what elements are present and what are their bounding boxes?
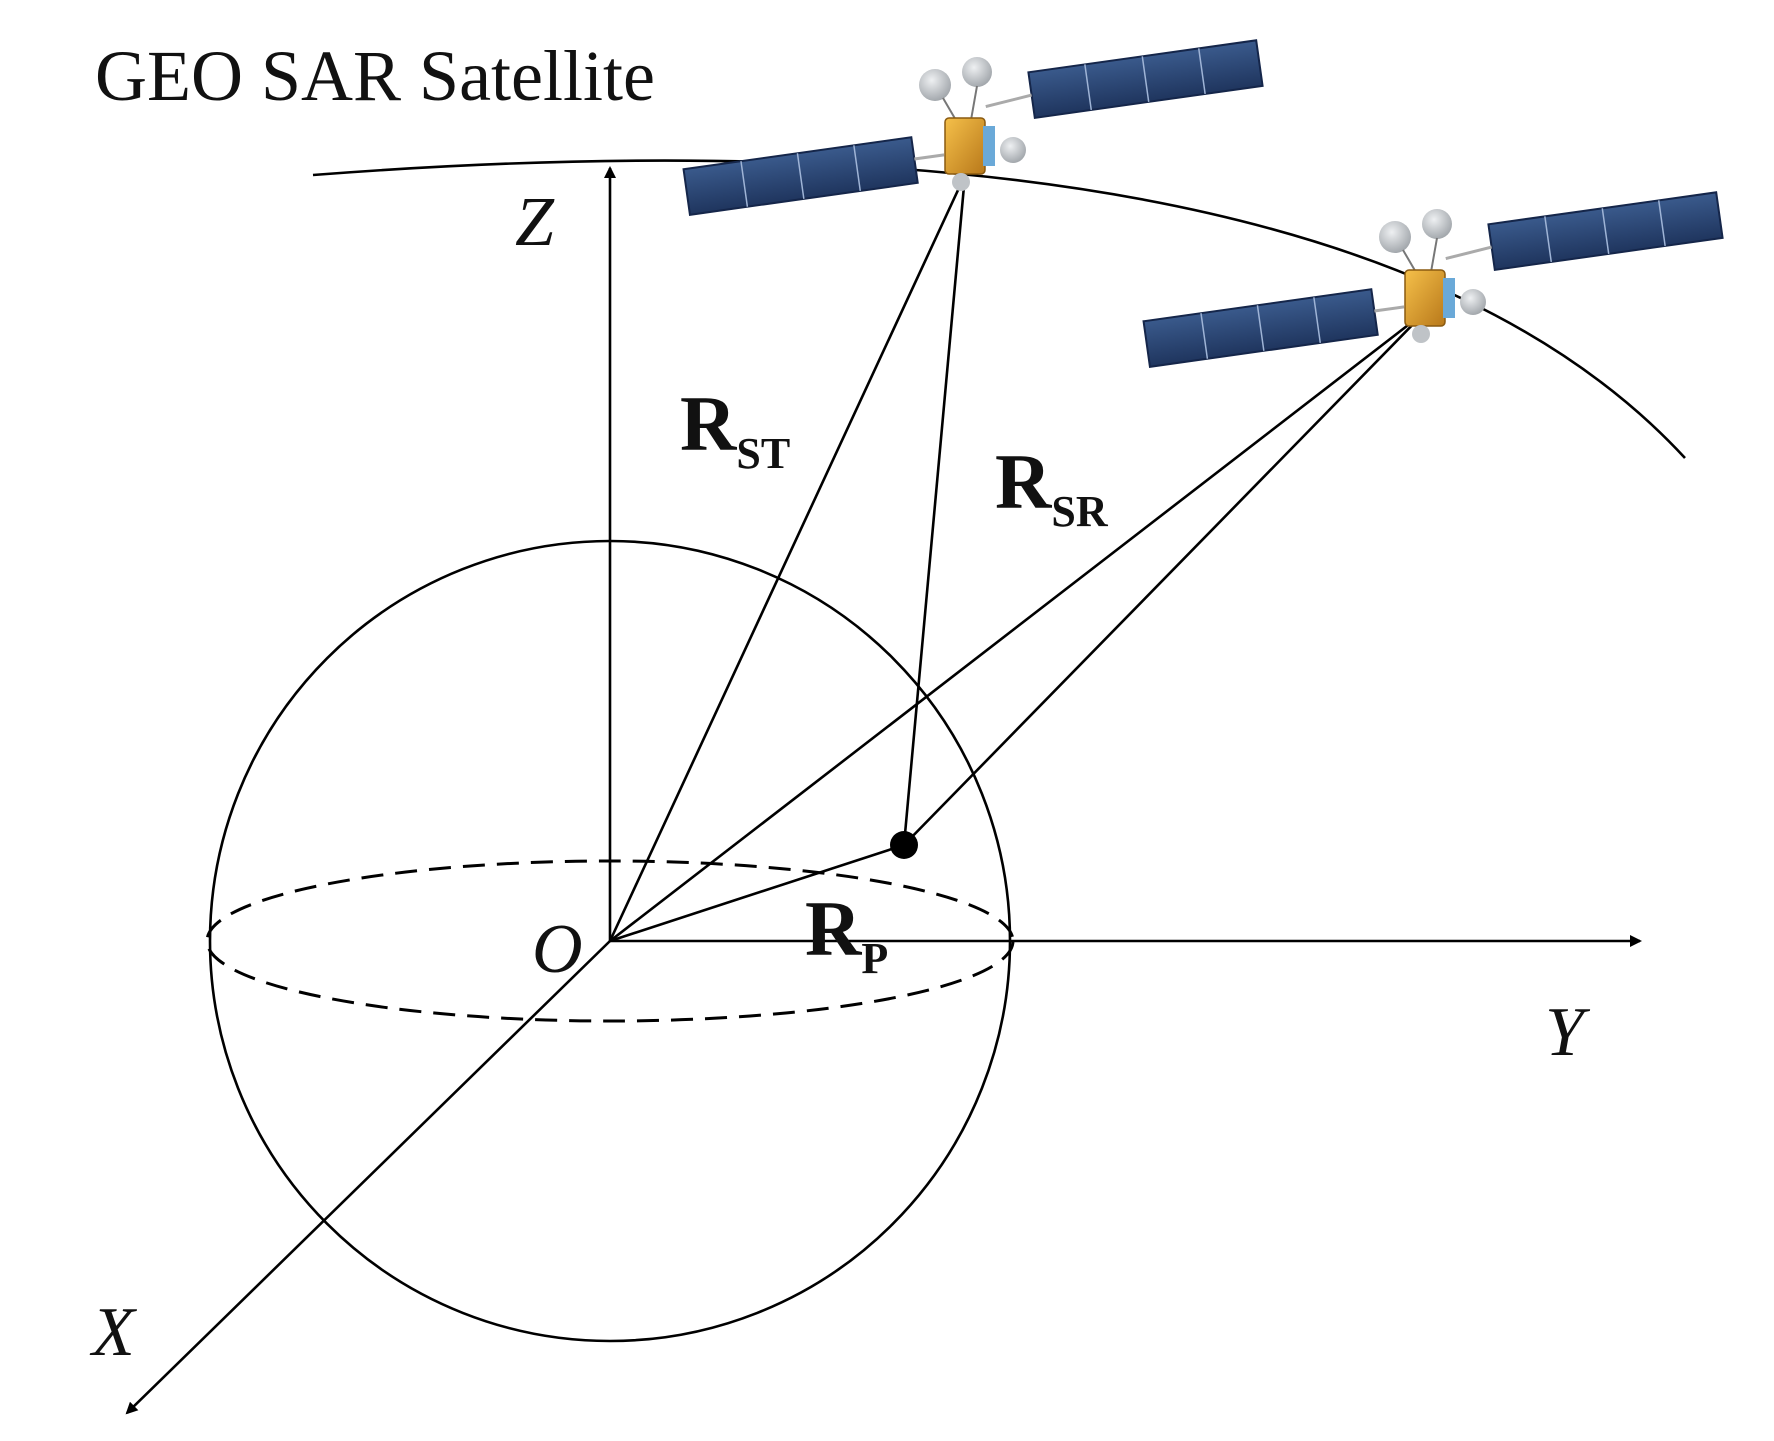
label-r-st: RST: [680, 380, 790, 478]
label-r-sr-sub: SR: [1051, 487, 1108, 536]
transmitter-satellite-icon: [675, 38, 1271, 217]
label-r-sr-main: R: [995, 438, 1053, 525]
x-axis: [125, 940, 611, 1415]
label-r-st-sub: ST: [736, 429, 790, 478]
label-r-st-main: R: [680, 380, 738, 467]
y-axis-label: Y: [1545, 994, 1591, 1071]
x-axis-label: X: [89, 1294, 138, 1371]
label-r-p-main: R: [805, 885, 863, 972]
vector-r-st: [608, 174, 967, 942]
receive-slant-range: [903, 311, 1426, 846]
orbit-arc: [312, 159, 1686, 459]
diagram-title: GEO SAR Satellite: [95, 36, 655, 116]
transmit-slant-range: [902, 174, 967, 846]
target-point: [890, 831, 918, 859]
vector-r-p: [609, 843, 905, 943]
z-axis-label: Z: [515, 184, 555, 261]
label-r-sr: RSR: [995, 438, 1109, 536]
label-r-p-sub: P: [861, 934, 888, 983]
vector-r-sr: [609, 310, 1426, 943]
label-r-p: RP: [805, 885, 888, 983]
origin-label: O: [532, 911, 583, 988]
